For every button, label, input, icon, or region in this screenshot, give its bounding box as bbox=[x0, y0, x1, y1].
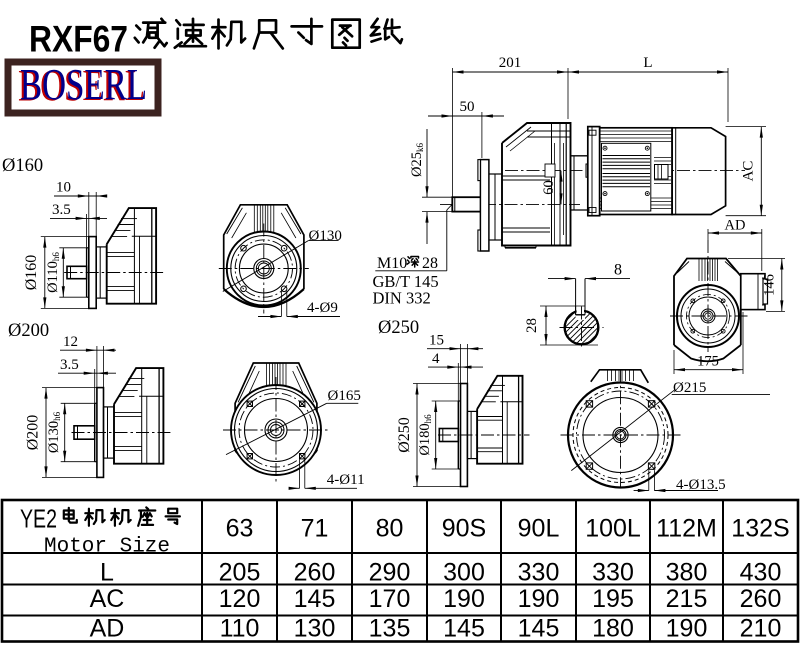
svg-text:3.5: 3.5 bbox=[52, 202, 71, 218]
svg-text:205: 205 bbox=[219, 559, 261, 587]
svg-text:430: 430 bbox=[740, 559, 782, 587]
svg-text:170: 170 bbox=[369, 585, 411, 613]
svg-text:260: 260 bbox=[740, 585, 782, 613]
svg-text:Ø130: Ø130 bbox=[309, 228, 342, 244]
svg-text:195: 195 bbox=[592, 585, 634, 613]
svg-text:28: 28 bbox=[422, 255, 438, 272]
svg-text:63: 63 bbox=[226, 515, 254, 543]
svg-text:12: 12 bbox=[63, 334, 78, 350]
svg-text:YE2: YE2 bbox=[20, 504, 57, 534]
svg-text:BOSERL: BOSERL bbox=[20, 60, 147, 109]
svg-text:RXF67: RXF67 bbox=[29, 19, 128, 60]
svg-text:145: 145 bbox=[518, 615, 560, 643]
svg-text:210: 210 bbox=[740, 615, 782, 643]
svg-text:AC: AC bbox=[90, 585, 125, 613]
svg-text:190: 190 bbox=[518, 585, 560, 613]
svg-text:180: 180 bbox=[592, 615, 634, 643]
svg-text:Ø110h6: Ø110h6 bbox=[45, 252, 61, 293]
svg-text:Ø250: Ø250 bbox=[378, 318, 419, 338]
svg-text:190: 190 bbox=[666, 615, 708, 643]
svg-text:Ø215: Ø215 bbox=[673, 380, 706, 396]
svg-text:Ø200: Ø200 bbox=[8, 321, 49, 341]
svg-text:28: 28 bbox=[524, 318, 540, 333]
svg-text:146: 146 bbox=[762, 274, 778, 296]
svg-text:GB/T 145: GB/T 145 bbox=[373, 272, 439, 291]
svg-text:Ø160: Ø160 bbox=[2, 156, 43, 176]
svg-text:175: 175 bbox=[697, 354, 719, 370]
svg-text:120: 120 bbox=[219, 585, 261, 613]
svg-text:50: 50 bbox=[460, 99, 475, 115]
svg-text:Ø160: Ø160 bbox=[23, 255, 40, 291]
svg-text:Ø165: Ø165 bbox=[328, 388, 361, 404]
svg-text:290: 290 bbox=[369, 559, 411, 587]
svg-text:330: 330 bbox=[592, 559, 634, 587]
svg-text:110: 110 bbox=[220, 615, 260, 643]
svg-text:4-Ø11: 4-Ø11 bbox=[327, 472, 365, 488]
svg-text:Motor Size: Motor Size bbox=[44, 536, 170, 559]
svg-text:112M: 112M bbox=[656, 515, 717, 543]
svg-text:L: L bbox=[643, 55, 652, 71]
svg-text:130: 130 bbox=[294, 615, 336, 643]
svg-text:8: 8 bbox=[614, 262, 622, 279]
svg-text:L: L bbox=[100, 559, 114, 587]
svg-text:100L: 100L bbox=[585, 515, 641, 543]
svg-text:AC: AC bbox=[741, 161, 757, 182]
svg-text:BOSERL: BOSERL bbox=[18, 61, 145, 110]
svg-text:135: 135 bbox=[369, 615, 411, 643]
svg-text:3.5: 3.5 bbox=[60, 357, 79, 373]
svg-text:145: 145 bbox=[294, 585, 336, 613]
svg-text:10: 10 bbox=[56, 180, 71, 196]
svg-text:M10: M10 bbox=[377, 255, 407, 272]
svg-text:AD: AD bbox=[725, 218, 746, 234]
svg-text:190: 190 bbox=[443, 585, 485, 613]
svg-text:Ø250: Ø250 bbox=[396, 417, 413, 453]
svg-text:AD: AD bbox=[90, 615, 125, 643]
svg-text:201: 201 bbox=[499, 55, 522, 71]
svg-text:215: 215 bbox=[666, 585, 708, 613]
svg-text:132S: 132S bbox=[731, 515, 789, 543]
svg-text:380: 380 bbox=[666, 559, 708, 587]
svg-text:4-Ø13.5: 4-Ø13.5 bbox=[676, 477, 726, 493]
svg-text:90S: 90S bbox=[442, 515, 486, 543]
svg-text:80: 80 bbox=[376, 515, 404, 543]
svg-text:260: 260 bbox=[294, 559, 336, 587]
svg-text:60: 60 bbox=[541, 180, 557, 195]
svg-text:Ø130h6: Ø130h6 bbox=[46, 411, 62, 453]
svg-text:300: 300 bbox=[443, 559, 485, 587]
svg-text:Ø200: Ø200 bbox=[25, 415, 42, 451]
svg-text:330: 330 bbox=[518, 559, 560, 587]
svg-text:4: 4 bbox=[432, 351, 440, 367]
svg-text:4-Ø9: 4-Ø9 bbox=[307, 300, 338, 316]
svg-text:DIN 332: DIN 332 bbox=[373, 289, 431, 308]
svg-text:145: 145 bbox=[443, 615, 485, 643]
svg-text:71: 71 bbox=[301, 515, 329, 543]
svg-text:Ø180h6: Ø180h6 bbox=[417, 414, 433, 456]
svg-text:90L: 90L bbox=[518, 515, 560, 543]
svg-text:15: 15 bbox=[429, 333, 444, 349]
